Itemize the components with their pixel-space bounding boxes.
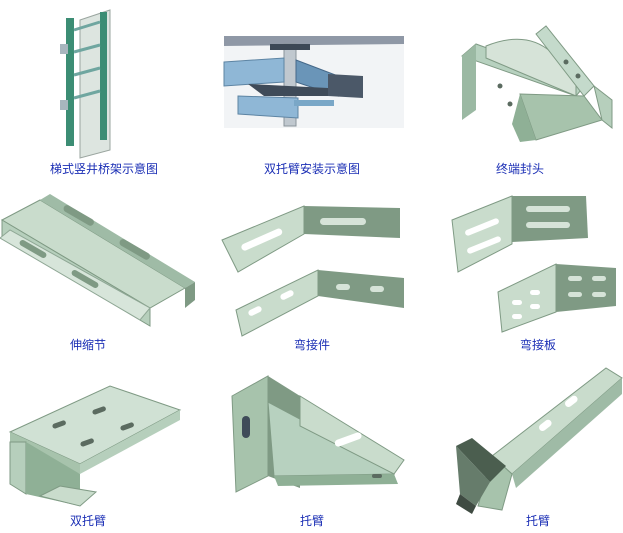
product-caption: 托臂 [299, 514, 325, 528]
product-caption: 弯接件 [293, 338, 331, 352]
support-arm-icon [231, 375, 405, 493]
product-caption: 梯式竖井桥架示意图 [49, 162, 159, 176]
support-arm-icon [456, 367, 623, 514]
product-caption: 伸缩节 [69, 338, 107, 352]
end-cap-icon [461, 25, 613, 142]
product-bend-connector: 弯接件 [208, 180, 416, 356]
double-arm-install-icon [223, 36, 404, 128]
product-caption: 双托臂安装示意图 [263, 162, 361, 176]
product-double-support-arm: 双托臂 [0, 356, 208, 533]
product-support-arm-angled: 托臂 [416, 356, 623, 533]
product-caption: 弯接板 [519, 338, 557, 352]
product-end-cap: 终端封头 [416, 0, 623, 180]
bend-plate-icon [451, 195, 616, 333]
product-bend-plate: 弯接板 [416, 180, 623, 356]
double-support-arm-icon [8, 385, 182, 507]
product-caption: 终端封头 [495, 162, 545, 176]
expansion-joint-icon [0, 194, 195, 327]
bend-connector-icon [221, 205, 404, 337]
product-support-arm: 托臂 [208, 356, 416, 533]
product-caption: 托臂 [525, 514, 551, 528]
vertical-ladder-tray-icon [60, 9, 111, 159]
product-expansion-joint: 伸缩节 [0, 180, 208, 356]
product-vertical-ladder-tray: 梯式竖井桥架示意图 [0, 0, 208, 180]
product-double-arm-install: 双托臂安装示意图 [208, 0, 416, 180]
product-caption: 双托臂 [69, 514, 107, 528]
